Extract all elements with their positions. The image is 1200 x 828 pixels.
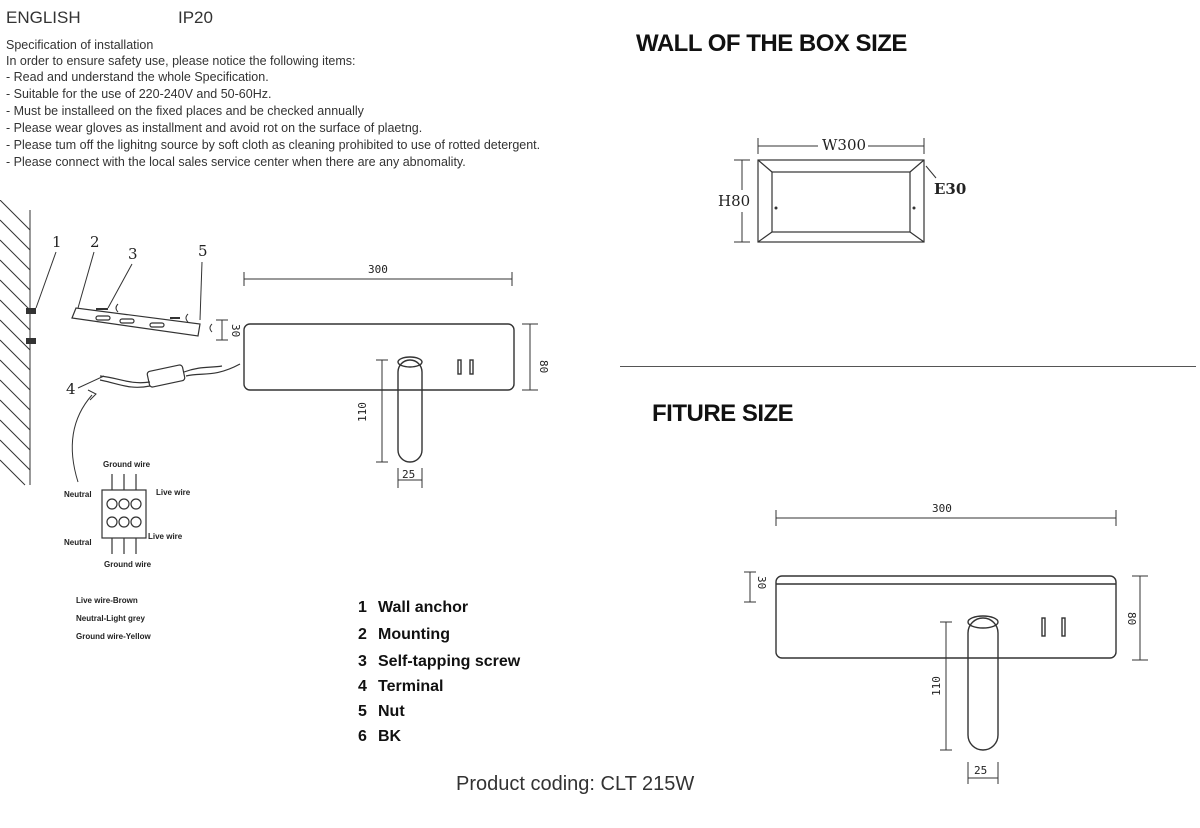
wire-color-ground: Ground wire-Yellow	[76, 632, 151, 641]
fixture-arm-length-label: 110	[930, 676, 943, 696]
wire-label-live-bottom: Live wire	[148, 532, 183, 541]
box-size-drawing: W300 H80 E30	[718, 136, 966, 243]
fixture-height-label: 80	[1125, 612, 1138, 625]
dim-width: 300	[368, 263, 388, 276]
section-divider	[620, 366, 1196, 367]
spec-title: Specification of installation	[6, 38, 154, 52]
screw	[96, 308, 180, 319]
arrow-to-wiring	[71, 394, 93, 483]
ip-rating: IP20	[178, 8, 213, 27]
spec-intro: In order to ensure safety use, please no…	[6, 54, 356, 68]
fixture-arm-diameter-label: 25	[974, 764, 987, 777]
wire-label-live-top: Live wire	[156, 488, 191, 497]
wire-label-neutral-top: Neutral	[64, 490, 92, 499]
fixture-body-install	[243, 323, 515, 463]
fixture-size-drawing: 300 80 30 110 25	[744, 502, 1148, 784]
box-height-label: H80	[718, 192, 750, 210]
wire-label-neutral-bottom: Neutral	[64, 538, 92, 547]
callout-4: 4	[66, 380, 76, 398]
callout-3: 3	[128, 245, 138, 263]
wire-color-neutral: Neutral-Light grey	[76, 614, 145, 623]
product-coding: Product coding: CLT 215W	[456, 773, 695, 795]
language-label: ENGLISH	[6, 8, 81, 27]
dim-depth: 30	[229, 324, 242, 337]
spec-item: - Please wear gloves as installment and …	[6, 121, 423, 135]
installation-diagram: 1 2 3 5 4	[0, 200, 550, 488]
spec-item: - Must be installeed on the fixed places…	[6, 104, 364, 118]
dim-arm-length: 110	[356, 402, 369, 422]
callout-2: 2	[90, 233, 100, 251]
mounting-bracket	[71, 307, 201, 337]
wire-label-ground-top: Ground wire	[103, 460, 151, 469]
wall-hatch	[0, 200, 31, 486]
wire-color-live: Live wire-Brown	[76, 596, 138, 605]
spec-item: - Please connect with the local sales se…	[6, 155, 466, 169]
box-depth-label: E30	[934, 180, 966, 198]
fixture-width-label: 300	[932, 502, 952, 515]
dim-arm-diameter: 25	[402, 468, 415, 481]
callout-5: 5	[198, 242, 208, 260]
box-size-title: WALL OF THE BOX SIZE	[636, 30, 907, 57]
spec-item: - Read and understand the whole Specific…	[6, 70, 269, 84]
callout-1: 1	[52, 233, 62, 251]
fixture-size-title: FITURE SIZE	[652, 400, 794, 427]
dim-height: 80	[537, 360, 550, 373]
fixture-depth-label: 30	[755, 576, 768, 589]
terminal-driver	[99, 363, 241, 388]
wiring-block	[101, 474, 147, 554]
wall-anchor	[26, 308, 36, 344]
box-width-label: W300	[822, 136, 866, 154]
spec-item: - Please tum off the lighitng source by …	[6, 138, 541, 152]
wire-label-ground-bottom: Ground wire	[104, 560, 152, 569]
spec-item: - Suitable for the use of 220-240V and 5…	[6, 87, 272, 101]
